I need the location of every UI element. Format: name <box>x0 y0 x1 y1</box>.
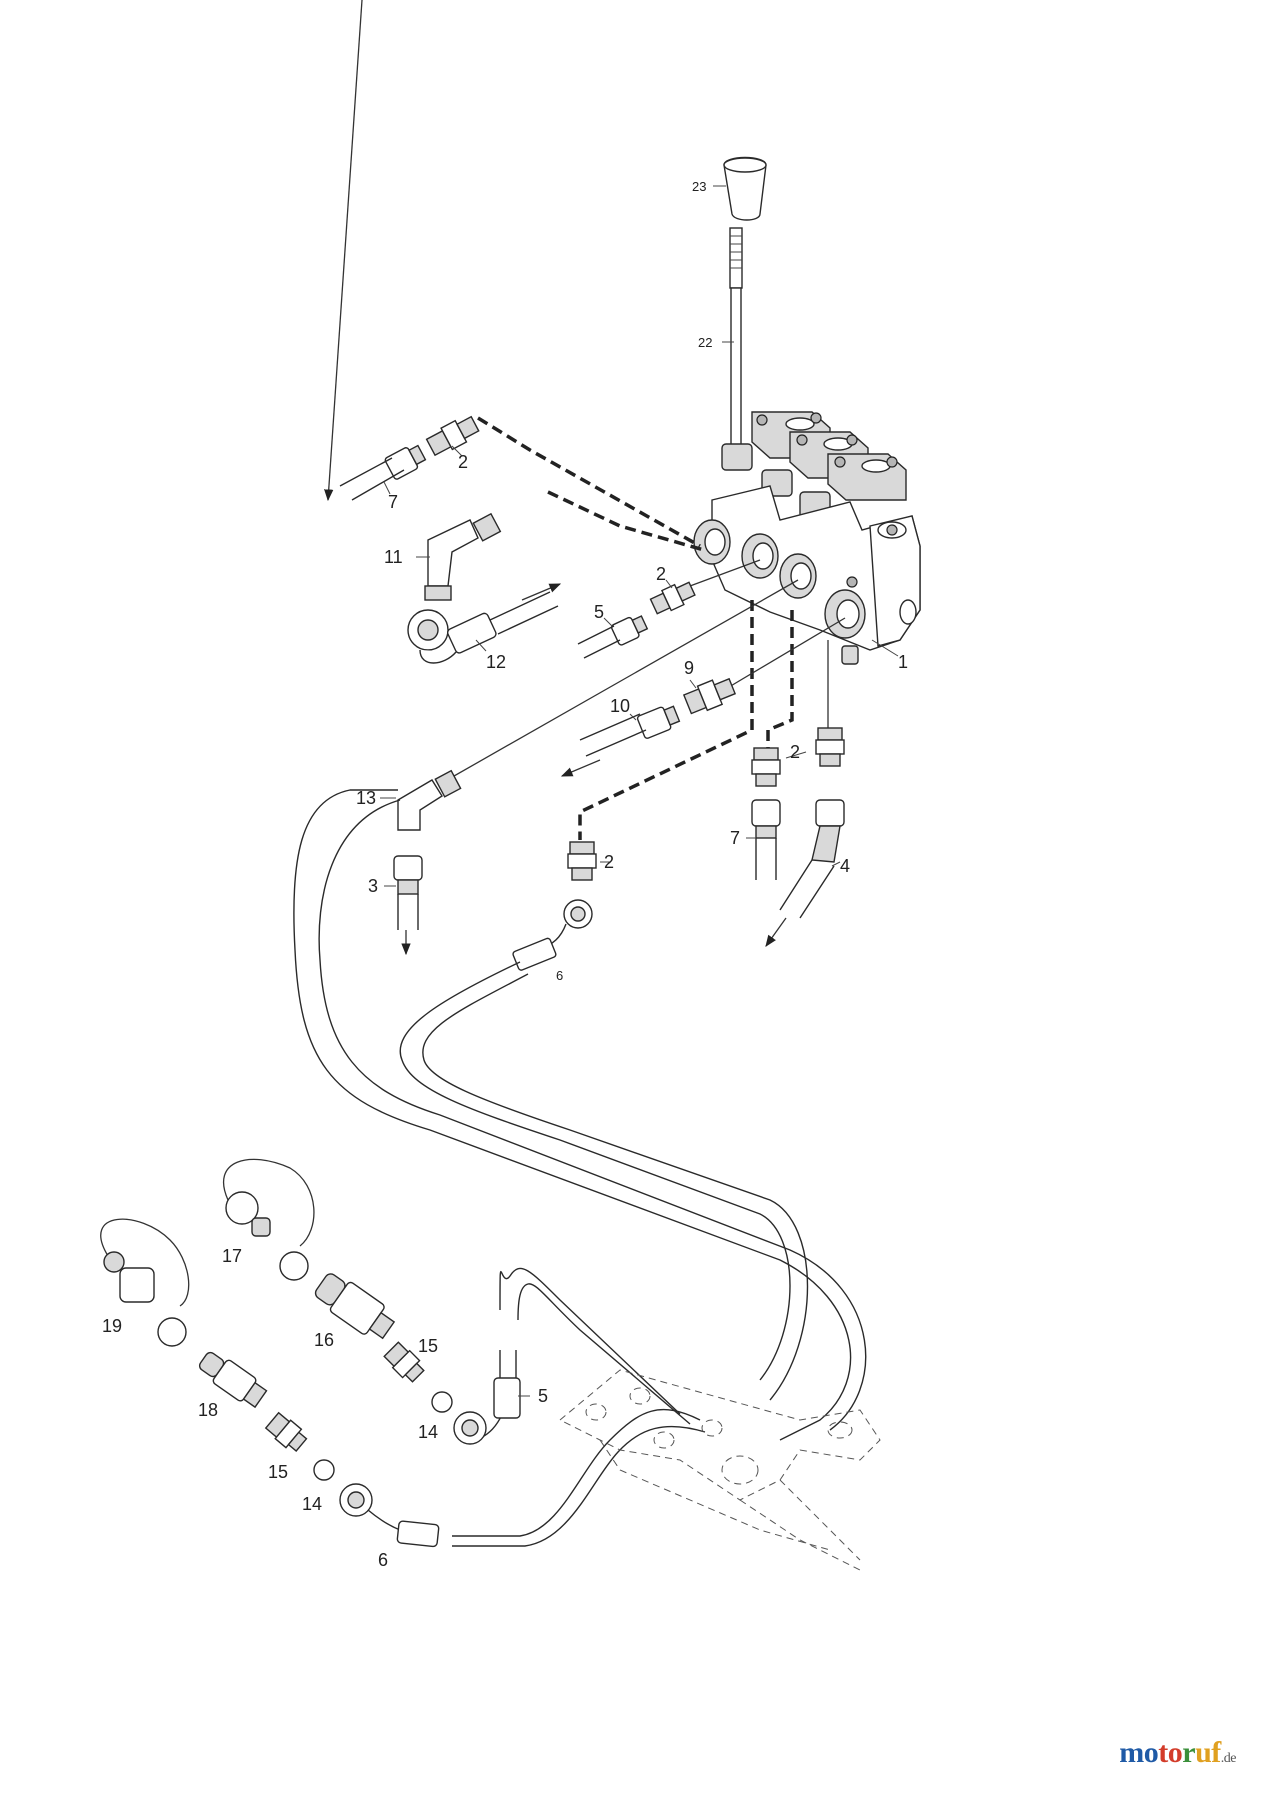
dashed-line-down-2 <box>578 600 754 840</box>
hose-6-upper <box>512 937 557 971</box>
lever-rod-icon <box>729 227 743 449</box>
callout-leaders <box>380 185 899 1397</box>
long-hose-5 <box>499 1267 681 1415</box>
flow-arrow-icon <box>324 0 363 502</box>
callout-3: 3 <box>368 876 378 896</box>
flow-arrow-icon <box>560 759 601 777</box>
elbow-fitting-11 <box>424 512 502 601</box>
callout-14-upper: 14 <box>418 1422 438 1442</box>
hose-3 <box>397 894 419 930</box>
hose-fitting-icon <box>751 747 781 787</box>
elbow-fitting-13 <box>397 769 462 831</box>
flow-arrow-icon <box>521 583 562 601</box>
quick-coupler-icon <box>198 1351 268 1409</box>
tractor-frame-icon <box>559 1369 881 1571</box>
hose-fitting-icon <box>636 705 681 739</box>
long-hose-6-lower-b <box>452 1425 706 1547</box>
callout-22: 22 <box>698 335 712 350</box>
hose-5-lower <box>493 1350 521 1419</box>
long-hose-13-inner <box>318 799 867 1431</box>
long-hose-6-inner <box>422 973 809 1401</box>
watermark-tld: .de <box>1220 1751 1237 1766</box>
seal-ring-icon <box>431 1391 453 1413</box>
dust-cap-icon <box>100 1218 190 1307</box>
hose-12 <box>446 591 559 654</box>
hose-10 <box>579 713 647 757</box>
hose-7-upper <box>339 457 405 501</box>
callout-2-lower: 2 <box>604 852 614 872</box>
dashed-line-port-second <box>547 490 705 552</box>
hose-4 <box>779 859 835 919</box>
callout-10: 10 <box>610 696 630 716</box>
hose-fitting-icon <box>393 855 423 895</box>
callout-18: 18 <box>198 1400 218 1420</box>
flow-arrow-icon <box>765 917 787 947</box>
callout-17: 17 <box>222 1246 242 1266</box>
hose-fitting-icon <box>339 1483 401 1531</box>
hose-fitting-icon <box>264 1411 308 1452</box>
callout-9: 9 <box>684 658 694 678</box>
long-hose-6-outer <box>399 961 791 1381</box>
hose-fitting-icon <box>649 581 696 615</box>
callout-15-lower: 15 <box>268 1462 288 1482</box>
hose-fitting-icon <box>384 444 427 480</box>
seal-ring-icon <box>313 1459 335 1481</box>
callout-7-upper: 7 <box>388 492 398 512</box>
hose-fitting-icon <box>682 677 737 715</box>
hose-6-lower-end <box>396 1520 440 1548</box>
hose-fitting-icon <box>407 609 457 664</box>
callout-13: 13 <box>356 788 376 808</box>
hose-fitting-icon <box>815 727 845 767</box>
hose-fitting-icon <box>383 1341 425 1383</box>
long-hose-13-outer <box>293 789 852 1441</box>
callout-6-lower: 6 <box>378 1550 388 1570</box>
quick-coupler-icon <box>314 1273 396 1340</box>
hose-fitting-icon <box>539 899 593 949</box>
callout-2-right: 2 <box>790 742 800 762</box>
motoruf-watermark-logo: motoruf.de <box>1119 1736 1237 1769</box>
callout-5-upper: 5 <box>594 602 604 622</box>
callout-23: 23 <box>692 179 706 194</box>
callout-2-middle: 2 <box>656 564 666 584</box>
callout-14-lower: 14 <box>302 1494 322 1514</box>
hose-fitting-icon <box>453 1409 505 1445</box>
callout-7-right: 7 <box>730 828 740 848</box>
callout-5-lower: 5 <box>538 1386 548 1406</box>
callout-2-upper: 2 <box>458 452 468 472</box>
control-valve-block-icon <box>693 411 921 665</box>
seal-ring-icon <box>279 1251 309 1281</box>
lever-knob-icon <box>723 156 767 221</box>
hose-fitting-icon <box>610 615 649 646</box>
line-port-9 <box>723 617 846 691</box>
hose-fitting-icon <box>567 841 597 881</box>
hose-fitting-icon <box>751 799 781 839</box>
callout-11: 11 <box>384 547 403 567</box>
callout-15-upper: 15 <box>418 1336 438 1356</box>
callout-1: 1 <box>898 652 908 672</box>
callout-4: 4 <box>840 856 850 876</box>
callout-6-upper: 6 <box>556 968 563 983</box>
callout-16: 16 <box>314 1330 334 1350</box>
hose-7-lower <box>755 838 777 880</box>
hose-5-upper <box>577 625 621 659</box>
dust-cap-icon <box>222 1158 315 1247</box>
long-hose-5-b <box>517 1283 691 1425</box>
long-hose-6-lower <box>452 1408 701 1537</box>
line-port-2 <box>689 559 761 587</box>
seal-ring-icon <box>157 1317 187 1347</box>
callout-12: 12 <box>486 652 506 672</box>
dashed-line-down-7 <box>766 610 794 748</box>
dashed-line-port-upper <box>477 416 701 548</box>
line-port-13 <box>439 579 799 785</box>
callout-19: 19 <box>102 1316 122 1336</box>
hose-fitting-icon <box>811 799 845 863</box>
hose-fitting-icon <box>425 415 480 457</box>
callout-labels: 23 22 1 2 7 11 2 5 12 9 10 2 7 4 13 3 2 … <box>102 179 908 1570</box>
